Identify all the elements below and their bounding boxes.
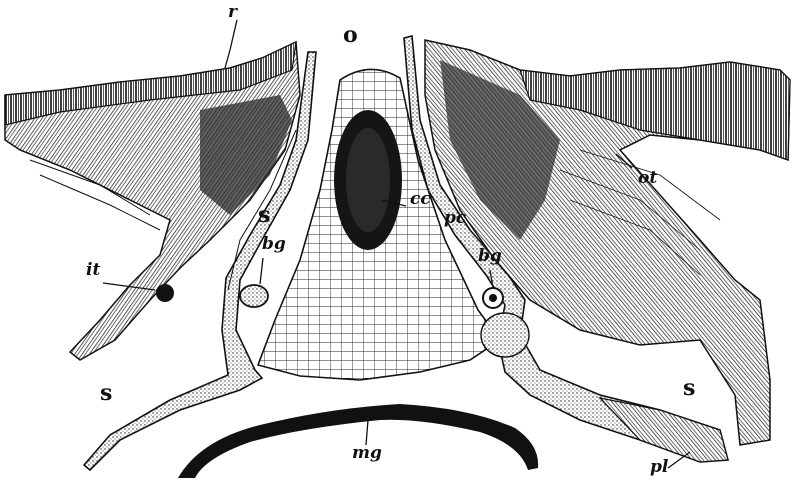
label-bg-left: bg [262,236,286,253]
label-it: it [86,262,100,279]
label-pl: pl [650,459,668,476]
label-pc: pc [444,210,466,227]
label-o: o [343,24,358,46]
label-mg: mg [352,445,382,462]
label-ot: ot [638,170,657,187]
label-s-right: s [683,377,695,399]
label-r: r [228,4,237,21]
left-tissue-mass [5,42,300,360]
left-basal-gland [240,285,268,307]
label-cc: cc [410,191,431,208]
basal-membrane [178,404,538,478]
label-s-upper-left: s [258,204,270,226]
label-bg-right: bg [478,248,502,265]
label-s-left: s [100,382,112,404]
